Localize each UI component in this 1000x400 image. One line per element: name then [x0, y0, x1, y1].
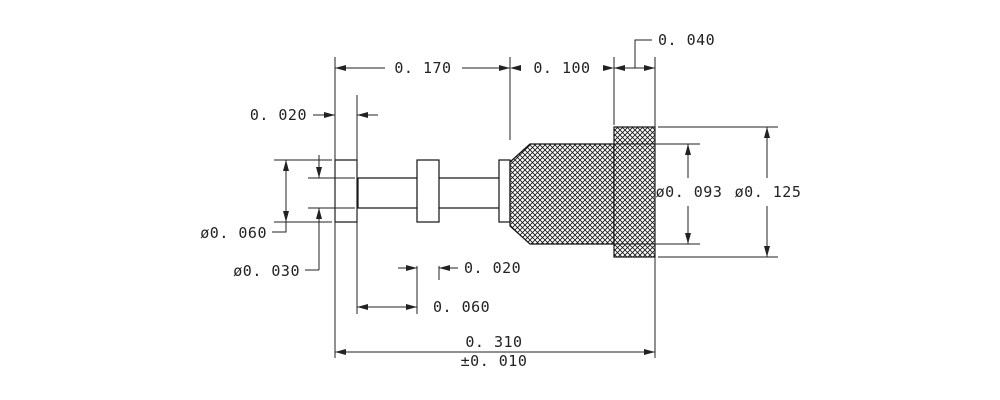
dim-dia-093: ø0. 093 [656, 183, 723, 201]
dim-dia-030: ø0. 030 [233, 262, 300, 280]
dim-length-170: 0. 170 [394, 59, 451, 77]
collar-middle [416, 159, 440, 223]
dim-total-tolerance: ±0. 010 [461, 352, 528, 370]
dimension-lines [272, 39, 770, 355]
dim-length-100: 0. 100 [533, 59, 590, 77]
dim-length-060: 0. 060 [433, 298, 490, 316]
extension-lines [274, 57, 778, 358]
pin-body [334, 126, 656, 258]
collar-right [498, 159, 511, 223]
dimension-labels: 0. 170 0. 100 0. 040 0. 020 ø0. 060 ø0. … [200, 31, 801, 370]
dim-width-020-left: 0. 020 [250, 106, 307, 124]
dim-dia-060: ø0. 060 [200, 224, 267, 242]
dim-width-020-mid: 0. 020 [464, 259, 521, 277]
dim-dia-125: ø0. 125 [735, 183, 802, 201]
collar-left [334, 159, 358, 223]
knurled-taper [509, 143, 615, 245]
knurled-head [613, 126, 656, 258]
dim-total-length: 0. 310 [465, 333, 522, 351]
dim-length-040: 0. 040 [658, 31, 715, 49]
